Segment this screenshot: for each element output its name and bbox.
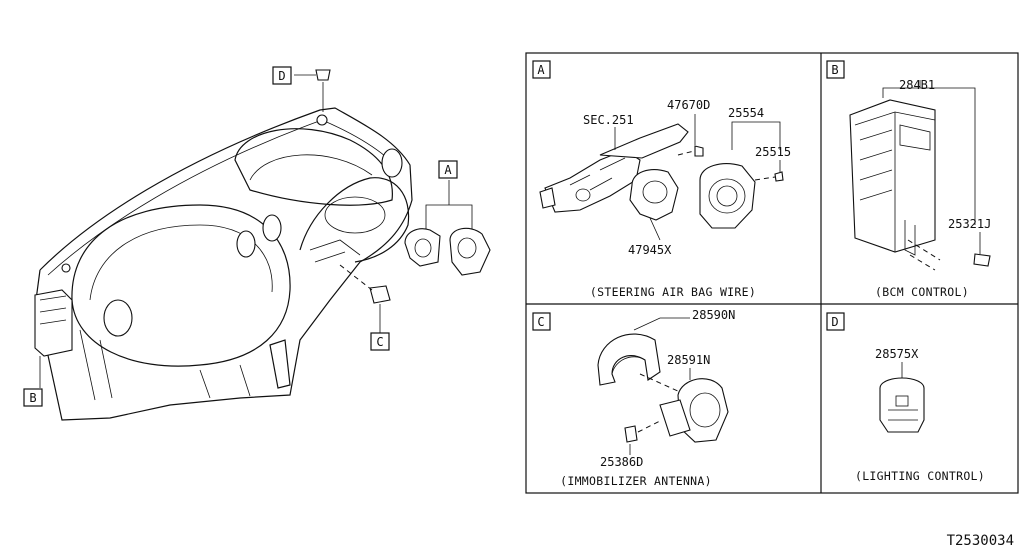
detail-panels-frame xyxy=(525,52,1019,494)
callout-label-b: B xyxy=(29,391,36,405)
47945x-leader xyxy=(649,217,661,241)
part-label-25515: 25515 xyxy=(755,145,791,159)
panel-b: B 284B1 25321J (BCM CONTROL) xyxy=(826,60,991,299)
panel-a: A SEC.251 47670D 47945X 25554 xyxy=(532,60,791,299)
part-label-284b1: 284B1 xyxy=(899,78,935,92)
spiral-cable xyxy=(699,163,756,229)
panel-a-letter: A xyxy=(537,63,545,77)
panel-c-preview xyxy=(339,264,391,333)
part-label-28575x: 28575X xyxy=(875,347,919,361)
284b1-bracket xyxy=(882,87,976,225)
callout-label-a: A xyxy=(444,163,452,177)
dashboard-illustration xyxy=(34,107,413,421)
panel-d-caption: (LIGHTING CONTROL) xyxy=(855,469,985,483)
panel-d: D 28575X (LIGHTING CONTROL) xyxy=(826,312,985,483)
panel-c: C 28590N 28591N 25386D (IMMOBILIZER ANTE… xyxy=(532,308,735,488)
part-label-sec251: SEC.251 xyxy=(583,113,634,127)
steering-angle-sensor xyxy=(629,169,679,221)
callout-box-c: C xyxy=(370,332,390,351)
part-label-25554: 25554 xyxy=(728,106,764,120)
immobilizer-antenna xyxy=(659,378,729,443)
antenna-cover xyxy=(597,333,661,386)
callout-label-c: C xyxy=(376,335,383,349)
bcm-unit xyxy=(849,99,936,256)
part-label-28591n: 28591N xyxy=(667,353,710,367)
callout-label-d: D xyxy=(278,69,285,83)
combination-switch xyxy=(539,123,689,213)
panel-d-preview xyxy=(294,69,331,112)
part-label-25321j: 25321J xyxy=(948,217,991,231)
callout-box-b: B xyxy=(23,388,43,407)
panel-b-letter: B xyxy=(831,63,838,77)
callout-box-a: A xyxy=(438,160,458,179)
panel-d-letter: D xyxy=(831,315,838,329)
diagram-id: T2530034 xyxy=(947,533,1014,549)
panel-a-caption: (STEERING AIR BAG WIRE) xyxy=(590,285,756,299)
part-label-25386d: 25386D xyxy=(600,455,643,469)
panel-b-caption: (BCM CONTROL) xyxy=(875,285,969,299)
part-label-47945x: 47945X xyxy=(628,243,672,257)
25554-bracket xyxy=(731,121,781,150)
part-label-28590n: 28590N xyxy=(692,308,735,322)
part-label-47670d: 47670D xyxy=(667,98,710,112)
28590n-leader xyxy=(633,317,690,331)
lighting-switch xyxy=(879,377,925,433)
panel-c-caption: (IMMOBILIZER ANTENNA) xyxy=(560,474,712,488)
panel-c-letter: C xyxy=(537,315,544,329)
panel-a-preview xyxy=(404,180,491,276)
callout-box-d: D xyxy=(272,66,292,85)
